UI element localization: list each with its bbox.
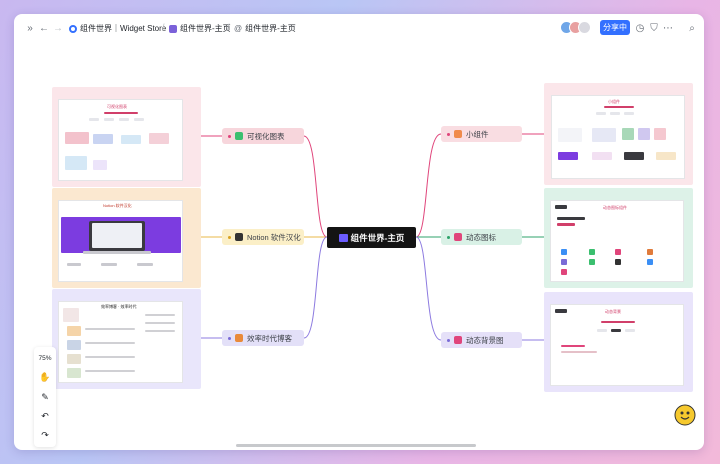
breadcrumb-separator: / — [162, 22, 165, 32]
viz-chart-thumbnail: 可视化图表 — [58, 99, 183, 181]
dynamic-icons-thumbnail: 动态图标组件 — [550, 200, 684, 282]
thumbnail-title: 小组件 — [608, 99, 620, 104]
bookmark-icon[interactable]: ⛉ — [650, 22, 658, 34]
share-button[interactable]: 分享中 — [600, 20, 630, 35]
node-label: 效率时代博客 — [247, 333, 292, 343]
node-dynamic-backgrounds[interactable]: 动态背景图 — [441, 332, 522, 348]
expand-sidebar-icon[interactable]: » — [27, 22, 33, 34]
thumbnail-title: 动态图标组件 — [603, 205, 627, 210]
more-icon[interactable]: ⋯ — [663, 22, 673, 34]
node-label: 动态背景图 — [466, 335, 504, 345]
zoom-toolbar: 75% ✋ ✎ ↶ ↷ — [34, 347, 56, 447]
notion-card[interactable]: Notion 软件汉化 — [52, 188, 201, 288]
redo-icon[interactable]: ↷ — [41, 429, 49, 440]
center-node[interactable]: 组件世界-主页 — [327, 227, 416, 248]
top-bar: » ← → 组件世界｜Widget Store / 组件世界-主页 / @ 组件… — [14, 14, 704, 42]
back-arrow-icon[interactable]: ← — [39, 22, 49, 34]
widget-store-logo-icon — [69, 24, 77, 33]
center-node-label: 组件世界-主页 — [350, 232, 405, 243]
thumbnail-title: 效率博客 · 效率时代 — [101, 304, 137, 309]
notion-icon — [235, 233, 243, 241]
dynamic-backgrounds-card[interactable]: 动态背景 — [544, 292, 693, 392]
breadcrumb-label: 组件世界-主页 — [245, 24, 296, 33]
widget-world-icon — [338, 233, 348, 242]
breadcrumb-item-2[interactable]: 组件世界-主页 — [169, 23, 231, 34]
breadcrumb-item-3[interactable]: @ 组件世界-主页 — [234, 23, 296, 34]
node-notion-localization[interactable]: Notion 软件汉化 — [222, 229, 304, 245]
forward-arrow-icon[interactable]: → — [53, 22, 63, 34]
blog-card[interactable]: 效率博客 · 效率时代 — [52, 289, 201, 389]
breadcrumb-separator: / — [227, 22, 230, 32]
node-label: Notion 软件汉化 — [247, 232, 301, 242]
hand-tool-icon[interactable]: ✋ — [39, 371, 51, 382]
breadcrumb-label: 组件世界-主页 — [180, 24, 231, 33]
node-visualization-charts[interactable]: 可视化图表 — [222, 128, 304, 144]
widgets-thumbnail: 小组件 — [551, 95, 685, 179]
history-clock-icon[interactable]: ◷ — [635, 22, 645, 34]
chart-icon — [235, 132, 243, 140]
dynamic-backgrounds-thumbnail: 动态背景 — [550, 304, 684, 386]
background-image-icon — [454, 336, 462, 344]
breadcrumb-item-1[interactable]: 组件世界｜Widget Store — [69, 23, 166, 34]
widget-icon — [454, 130, 462, 138]
at-icon: @ — [234, 24, 243, 33]
bullet-dot — [228, 235, 231, 239]
bullet-dot — [228, 336, 231, 340]
bullet-dot — [447, 338, 450, 342]
dynamic-icons-card[interactable]: 动态图标组件 — [544, 188, 693, 288]
node-efficiency-blog[interactable]: 效率时代博客 — [222, 330, 304, 346]
widgets-card[interactable]: 小组件 — [544, 83, 693, 185]
zoom-level[interactable]: 75% — [38, 355, 52, 362]
avatar — [578, 21, 591, 34]
bullet-dot — [447, 235, 450, 239]
breadcrumb-label: 组件世界｜Widget Store — [80, 24, 167, 33]
notion-thumbnail: Notion 软件汉化 — [58, 200, 183, 282]
connector-lines — [201, 133, 544, 341]
viz-chart-card[interactable]: 可视化图表 — [52, 87, 201, 187]
bullet-dot — [447, 132, 450, 136]
node-dynamic-icons[interactable]: 动态图标 — [441, 229, 522, 245]
page-lock-icon — [169, 24, 177, 33]
node-label: 动态图标 — [466, 232, 496, 242]
app-window: » ← → 组件世界｜Widget Store / 组件世界-主页 / @ 组件… — [14, 14, 704, 450]
bullet-dot — [228, 134, 231, 138]
blog-thumbnail: 效率博客 · 效率时代 — [58, 301, 183, 383]
help-mascot-icon[interactable] — [674, 404, 696, 426]
thumbnail-title: 可视化图表 — [107, 104, 127, 109]
horizontal-scrollbar[interactable] — [236, 444, 476, 447]
undo-icon[interactable]: ↶ — [41, 410, 49, 421]
dynamic-icon-icon — [454, 233, 462, 241]
search-icon[interactable]: ⌕ — [689, 22, 695, 34]
whiteboard-canvas[interactable]: 可视化图表 Notion 软件汉化 — [14, 42, 704, 450]
node-label: 可视化图表 — [247, 131, 285, 141]
blog-icon — [235, 334, 243, 342]
collaborator-avatars[interactable] — [560, 21, 594, 35]
thumbnail-title: Notion 软件汉化 — [103, 203, 132, 208]
thumbnail-title: 动态背景 — [605, 309, 621, 314]
highlighter-icon[interactable]: ✎ — [41, 391, 49, 402]
node-widgets[interactable]: 小组件 — [441, 126, 522, 142]
node-label: 小组件 — [466, 129, 489, 139]
